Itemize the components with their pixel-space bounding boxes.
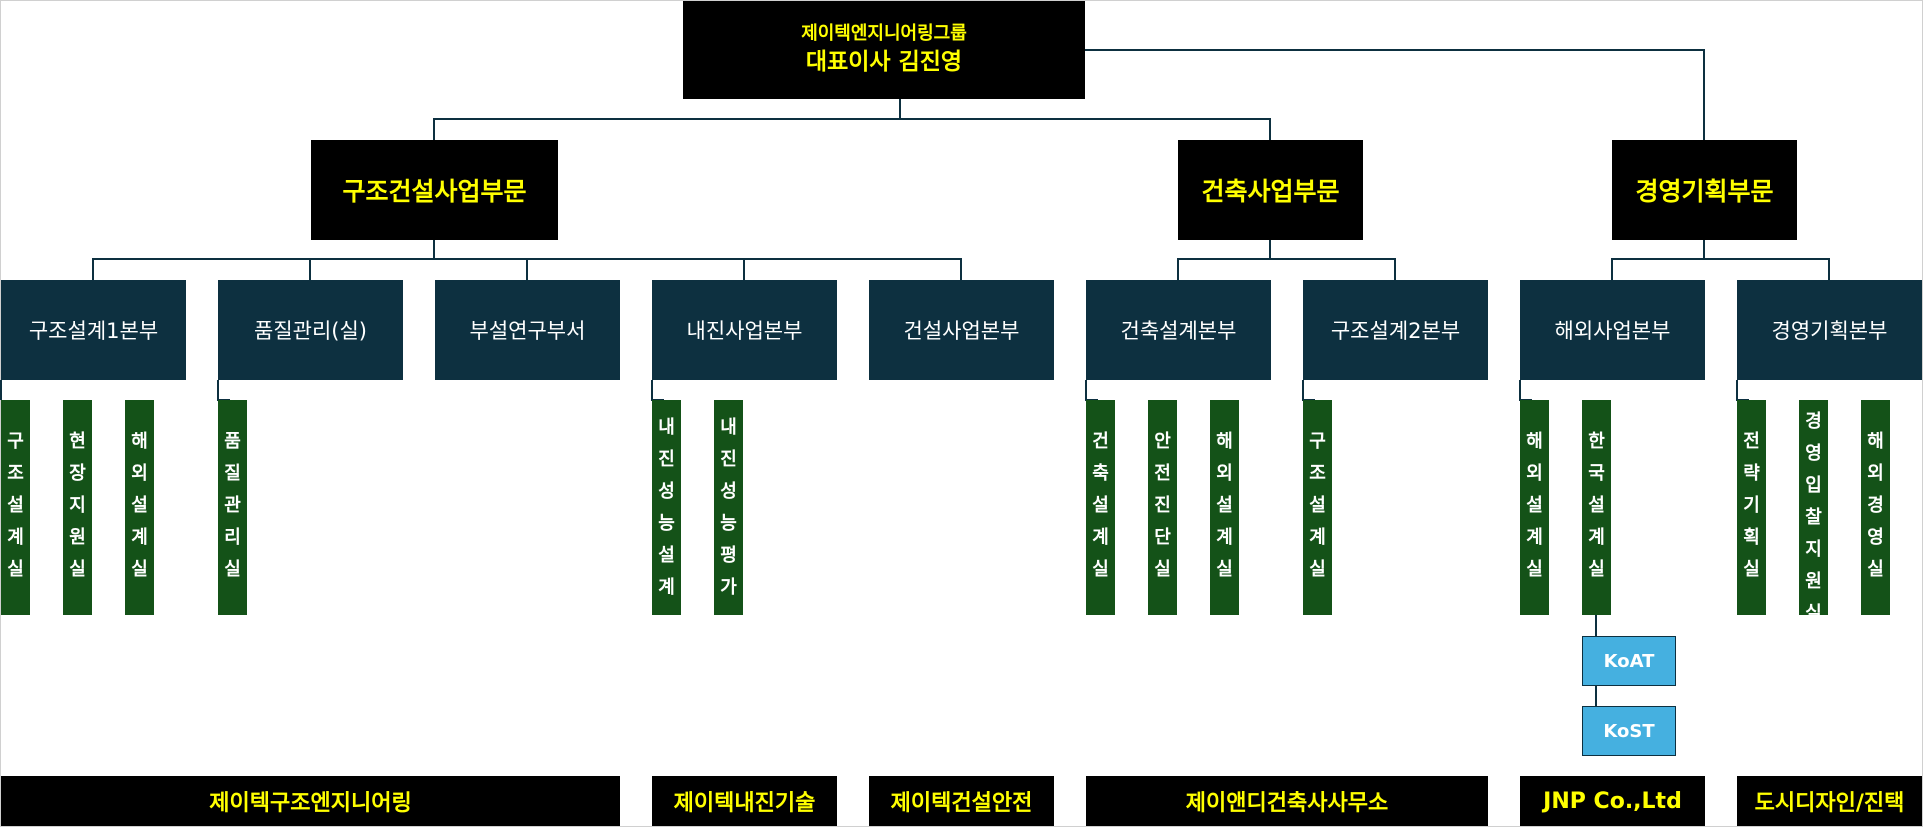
team-korea-design: 한국설계실 bbox=[1582, 400, 1611, 615]
company-urban-design: 도시디자인/진택 bbox=[1737, 776, 1922, 826]
group-name: 제이텍엔지니어링그룹 bbox=[801, 23, 967, 44]
team-bid-support: 경영입찰지원실 bbox=[1799, 400, 1828, 624]
company-jtek-seismic: 제이텍내진기술 bbox=[652, 776, 837, 826]
team-overseas-design: 해외설계실 bbox=[125, 400, 154, 615]
cert-kost: KoST bbox=[1582, 706, 1676, 756]
team-overseas-design-3: 해외설계실 bbox=[1520, 400, 1549, 615]
company-jtek-structure: 제이텍구조엔지니어링 bbox=[1, 776, 620, 826]
dept-management-planning: 경영기획본부 bbox=[1737, 280, 1922, 380]
dept-quality-control: 품질관리(실) bbox=[218, 280, 403, 380]
company-jnp: JNP Co.,Ltd bbox=[1520, 776, 1705, 826]
ceo-box: 제이텍엔지니어링그룹 대표이사 김진영 bbox=[683, 1, 1085, 99]
team-seismic-evaluation: 내진성능평가 bbox=[714, 400, 743, 615]
division-architecture: 건축사업부문 bbox=[1178, 140, 1363, 240]
team-architecture-design: 건축설계실 bbox=[1086, 400, 1115, 615]
team-site-support: 현장지원실 bbox=[63, 400, 92, 615]
dept-architecture-design: 건축설계본부 bbox=[1086, 280, 1271, 380]
team-structure-design-2: 구조설계실 bbox=[1303, 400, 1332, 615]
team-strategy-planning: 전략기획실 bbox=[1737, 400, 1766, 615]
dept-structure-design-1: 구조설계1본부 bbox=[1, 280, 186, 380]
company-jnd-architects: 제이앤디건축사사무소 bbox=[1086, 776, 1488, 826]
team-quality-control: 품질관리실 bbox=[218, 400, 247, 615]
cert-koat: KoAT bbox=[1582, 636, 1676, 686]
team-seismic-design: 내진성능설계 bbox=[652, 400, 681, 615]
division-management: 경영기획부문 bbox=[1612, 140, 1797, 240]
dept-overseas: 해외사업본부 bbox=[1520, 280, 1705, 380]
division-structure: 구조건설사업부문 bbox=[311, 140, 558, 240]
ceo-title: 대표이사 김진영 bbox=[805, 49, 963, 75]
team-overseas-management: 해외경영실 bbox=[1861, 400, 1890, 615]
team-overseas-design-2: 해외설계실 bbox=[1210, 400, 1239, 615]
company-jtek-construction-safety: 제이텍건설안전 bbox=[869, 776, 1054, 826]
dept-structure-design-2: 구조설계2본부 bbox=[1303, 280, 1488, 380]
dept-construction: 건설사업본부 bbox=[869, 280, 1054, 380]
team-structure-design: 구조설계실 bbox=[1, 400, 30, 615]
dept-seismic: 내진사업본부 bbox=[652, 280, 837, 380]
team-safety-diagnosis: 안전진단실 bbox=[1148, 400, 1177, 615]
dept-research: 부설연구부서 bbox=[435, 280, 620, 380]
